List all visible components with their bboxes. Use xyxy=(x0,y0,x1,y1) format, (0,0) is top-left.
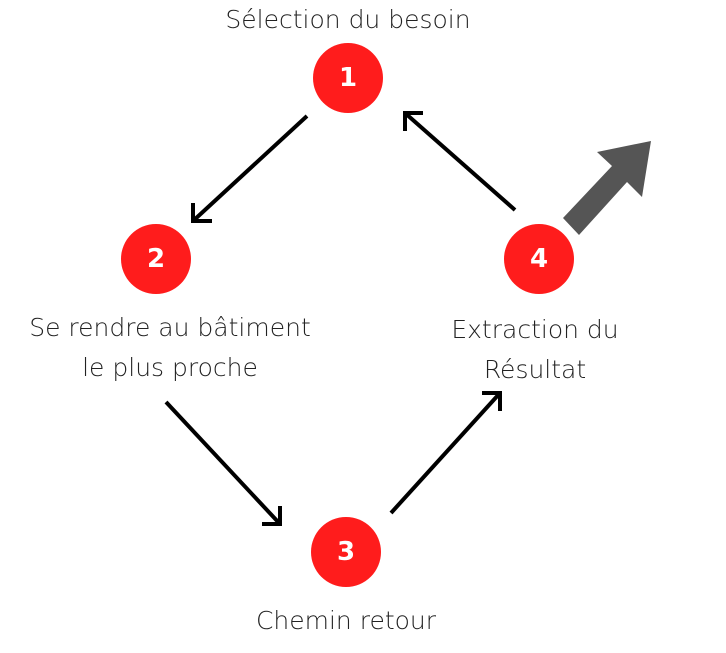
arrow-1-to-2-icon xyxy=(191,114,309,223)
arrow-2-to-3-icon xyxy=(164,400,282,526)
step-3-number: 3 xyxy=(336,537,356,567)
step-4-label: Extraction du Résultat xyxy=(375,310,695,390)
step-4-circle: 4 xyxy=(504,224,574,294)
step-1-label: Sélection du besoin xyxy=(188,0,508,40)
step-2-circle: 2 xyxy=(121,224,191,294)
thick-arrow-up-right-icon xyxy=(563,141,651,235)
step-2-label-line-1: Se rendre au bâtiment xyxy=(29,313,311,342)
step-2-label-line-2: le plus proche xyxy=(82,353,258,382)
arrow-3-to-4-icon xyxy=(389,391,502,515)
step-3-label: Chemin retour xyxy=(186,601,506,641)
step-4-number: 4 xyxy=(529,244,549,274)
step-2-label: Se rendre au bâtiment le plus proche xyxy=(10,308,330,388)
step-3-label-line-1: Chemin retour xyxy=(255,606,437,635)
step-2-number: 2 xyxy=(146,244,166,274)
step-3-circle: 3 xyxy=(311,517,381,587)
step-1-number: 1 xyxy=(338,63,358,93)
step-4-label-line-2: Résultat xyxy=(483,355,587,384)
arrow-4-to-1-icon xyxy=(403,111,517,212)
step-1-circle: 1 xyxy=(313,43,383,113)
step-4-label-line-1: Extraction du xyxy=(451,315,619,344)
step-1-label-line-1: Sélection du besoin xyxy=(225,5,471,34)
